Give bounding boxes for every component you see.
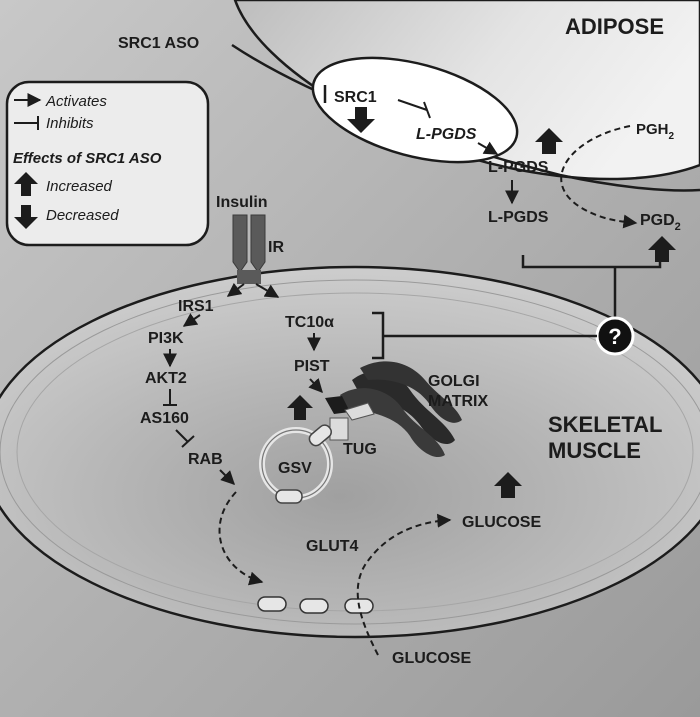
insulin-receptor-right [250, 214, 266, 273]
adipose-output-bracket [521, 255, 662, 269]
golgi-label-line1: GOLGI [428, 373, 480, 390]
tug-block-2 [329, 417, 349, 441]
lpgds-gene-to-protein-arrow [477, 141, 499, 155]
lpgds-gene-increased-icon [535, 128, 563, 154]
as160-to-rab-inhibit [175, 429, 189, 443]
irs1-label: IRS1 [178, 298, 214, 315]
src1-to-lpgds-inhibit-bar [423, 101, 431, 119]
skeletal-label-line2: MUSCLE [548, 438, 641, 463]
aso-membrane-line [231, 43, 700, 192]
glucose-inside-label: GLUCOSE [462, 514, 541, 531]
adipose-lpgds-2: L-PGDS [488, 209, 549, 226]
gsv-glut4-bottom [275, 489, 303, 504]
glucose-uptake-arrow [356, 513, 452, 656]
legend-box [5, 80, 210, 247]
ir-label: IR [268, 239, 284, 256]
pgh2-label: PGH2 [636, 121, 675, 142]
gsv-translocation-arrow [218, 491, 264, 586]
rab-label: RAB [188, 451, 223, 468]
src1-aso-label: SRC1 ASO [118, 35, 199, 52]
legend-activates-label: Activates [45, 93, 107, 110]
pgh2-subscript: 2 [669, 131, 675, 142]
pgh2-to-pgd2-arrow [560, 125, 638, 229]
pist-to-tug-arrow [308, 377, 323, 394]
pgh2-text: PGH [636, 121, 669, 138]
adipose-label: ADIPOSE [565, 14, 664, 39]
pgd2-increased-icon [648, 236, 676, 262]
akt2-label: AKT2 [145, 370, 187, 387]
pist-increased-icon [287, 395, 313, 420]
irs1-to-pi3k-arrow [182, 313, 201, 327]
pgd2-text: PGD [640, 212, 675, 229]
insulin-label: Insulin [216, 194, 268, 211]
glucose-outside-label: GLUCOSE [392, 650, 471, 667]
tug-block-1 [344, 402, 375, 421]
legend-effects-title: Effects of SRC1 ASO [13, 150, 162, 167]
legend-inhibits-label: Inhibits [46, 115, 94, 132]
nucleus-lpgds-gene: L-PGDS [416, 126, 477, 143]
glut4-label: GLUT4 [306, 538, 359, 555]
skeletal-label-line1: SKELETAL [548, 412, 662, 437]
insulin-receptor-left [232, 214, 248, 273]
legend-decreased-label: Decreased [46, 207, 119, 224]
legend-decreased-icon [14, 205, 38, 229]
glucose-increased-icon [494, 472, 522, 498]
tc10a-label: TC10α [285, 314, 334, 331]
as160-label: AS160 [140, 410, 189, 427]
src1-to-lpgds-inhibit-line [397, 99, 428, 111]
adipose-lpgds-1: L-PGDS [488, 159, 549, 176]
ir-to-irs1-arrow [226, 282, 245, 297]
pgd2-label: PGD2 [640, 212, 681, 233]
membrane-glut4-2 [299, 598, 329, 614]
unknown-inhibit-bracket [372, 311, 385, 360]
adipose-nucleus [311, 56, 519, 164]
pist-label: PIST [294, 358, 330, 375]
unknown-factor-mark: ? [608, 324, 621, 349]
gsv-label: GSV [278, 460, 312, 477]
legend-increased-label: Increased [46, 178, 113, 195]
tug-anchor [325, 396, 350, 414]
pi3k-label: PI3K [148, 330, 184, 347]
src1-decreased-icon [347, 107, 375, 133]
as160-to-rab-bar [181, 435, 195, 448]
rab-to-gsv-arrow [219, 469, 235, 485]
insulin-receptor-stem [237, 270, 261, 284]
golgi-label-line2: MATRIX [428, 393, 488, 410]
ir-to-tc10-arrow [255, 283, 280, 298]
nucleus-src1-label: SRC1 [334, 89, 377, 106]
gsv-glut4-top [308, 424, 332, 447]
tug-label: TUG [343, 441, 377, 458]
legend-increased-icon [14, 172, 38, 196]
muscle-membrane-inner [0, 279, 700, 625]
pgd2-subscript: 2 [675, 221, 681, 233]
membrane-glut4-1 [257, 596, 287, 612]
